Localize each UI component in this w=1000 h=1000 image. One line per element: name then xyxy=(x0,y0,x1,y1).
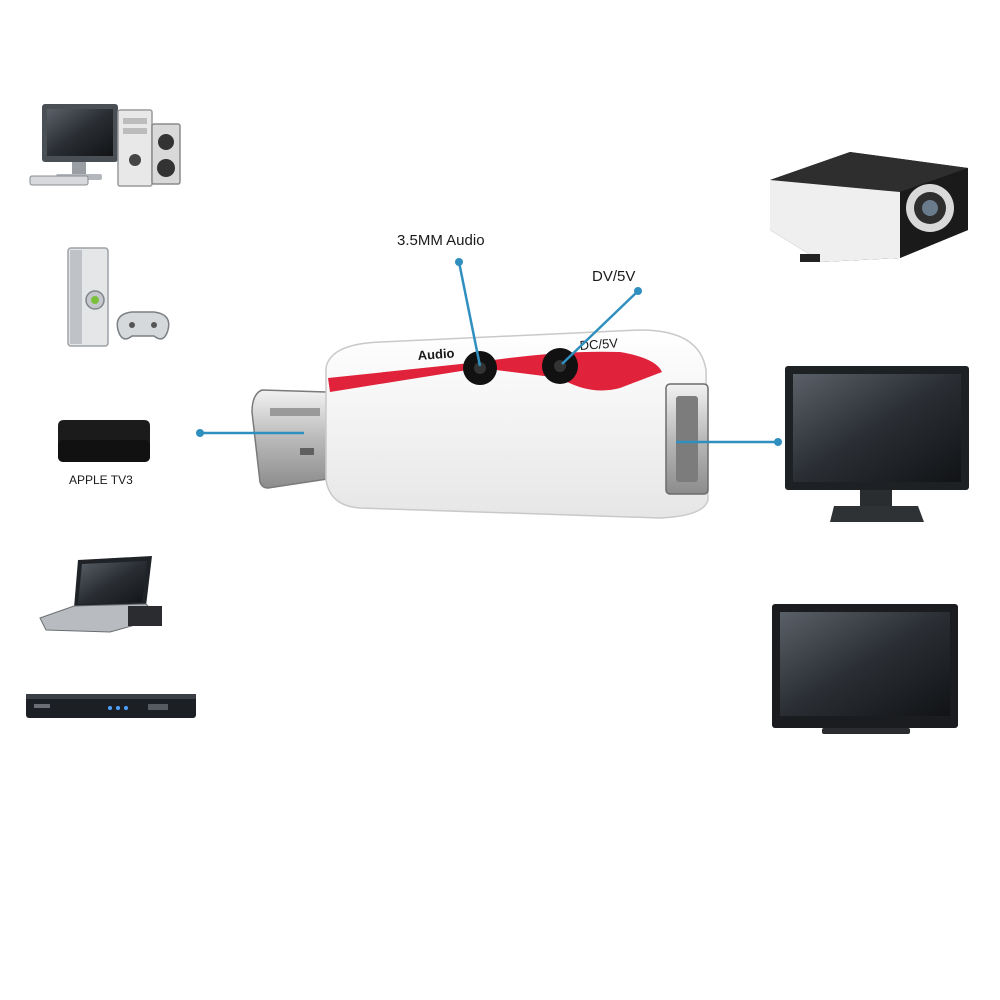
output-connection-line xyxy=(676,438,782,446)
laptop-icon xyxy=(39,556,162,633)
flat-tv-icon xyxy=(772,604,958,734)
hdmi-plug xyxy=(251,389,335,489)
dc-callout-label: DV/5V xyxy=(592,268,635,285)
game-console-icon xyxy=(67,247,170,347)
input-connection-line xyxy=(196,429,304,437)
dc-callout-line xyxy=(561,287,642,365)
adapter-dc-label: DC/5V xyxy=(579,335,619,353)
apple-tv-caption: APPLE TV3 xyxy=(69,473,133,487)
audio-callout-line xyxy=(455,258,482,367)
vga-connector xyxy=(665,383,709,495)
audio-callout-label: 3.5MM Audio xyxy=(397,232,485,249)
projector-icon xyxy=(770,152,968,262)
desktop-pc-icon xyxy=(29,104,181,187)
lcd-monitor-icon xyxy=(785,366,969,522)
hdmi-vga-adapter: Audio DC/5V xyxy=(251,329,709,519)
adapter-audio-label: Audio xyxy=(417,345,455,363)
dvd-player-icon xyxy=(26,694,196,718)
audio-jack xyxy=(463,351,497,385)
apple-tv-icon xyxy=(58,420,150,462)
